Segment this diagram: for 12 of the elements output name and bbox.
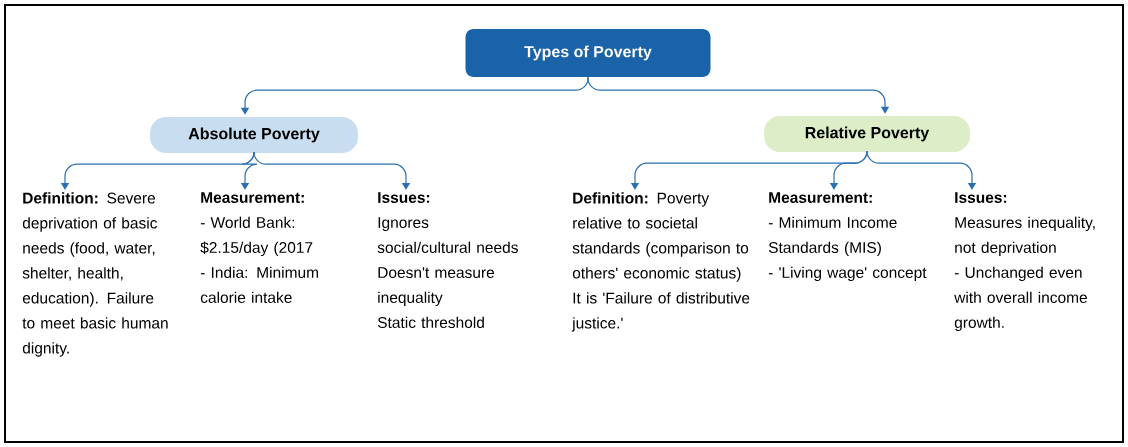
title-box: Types of Poverty [465, 29, 711, 77]
category-pill: Relative Poverty [764, 116, 970, 152]
description-text: Measurement: - World Bank: $2.15/day (2017 - India: Minimum calorie intake [200, 192, 318, 303]
arrow [253, 151, 411, 190]
description-text: Issues: Measures inequality, not deprivation - Unchanged even with overall income growth. [954, 192, 1095, 332]
description-text: Definition: Severe deprivation of basic needs (food, water, shelter, health, education). Failure to meet basic human dignity. [22, 192, 168, 357]
arrow [866, 150, 977, 190]
arrow [587, 76, 890, 114]
description-text: Definition: Poverty relative to societal standards (comparison to others' economic status) It is 'Failure of distributive justice.' [571, 192, 750, 332]
category-pill: Absolute Poverty [150, 117, 358, 153]
description-text: Measurement: - Minimum Income Standards (MIS) - 'Living wage' concept [768, 192, 927, 282]
description-text: Issues: Ignores social/cultural needs Doesn't measure inequality Static threshold [377, 192, 518, 328]
